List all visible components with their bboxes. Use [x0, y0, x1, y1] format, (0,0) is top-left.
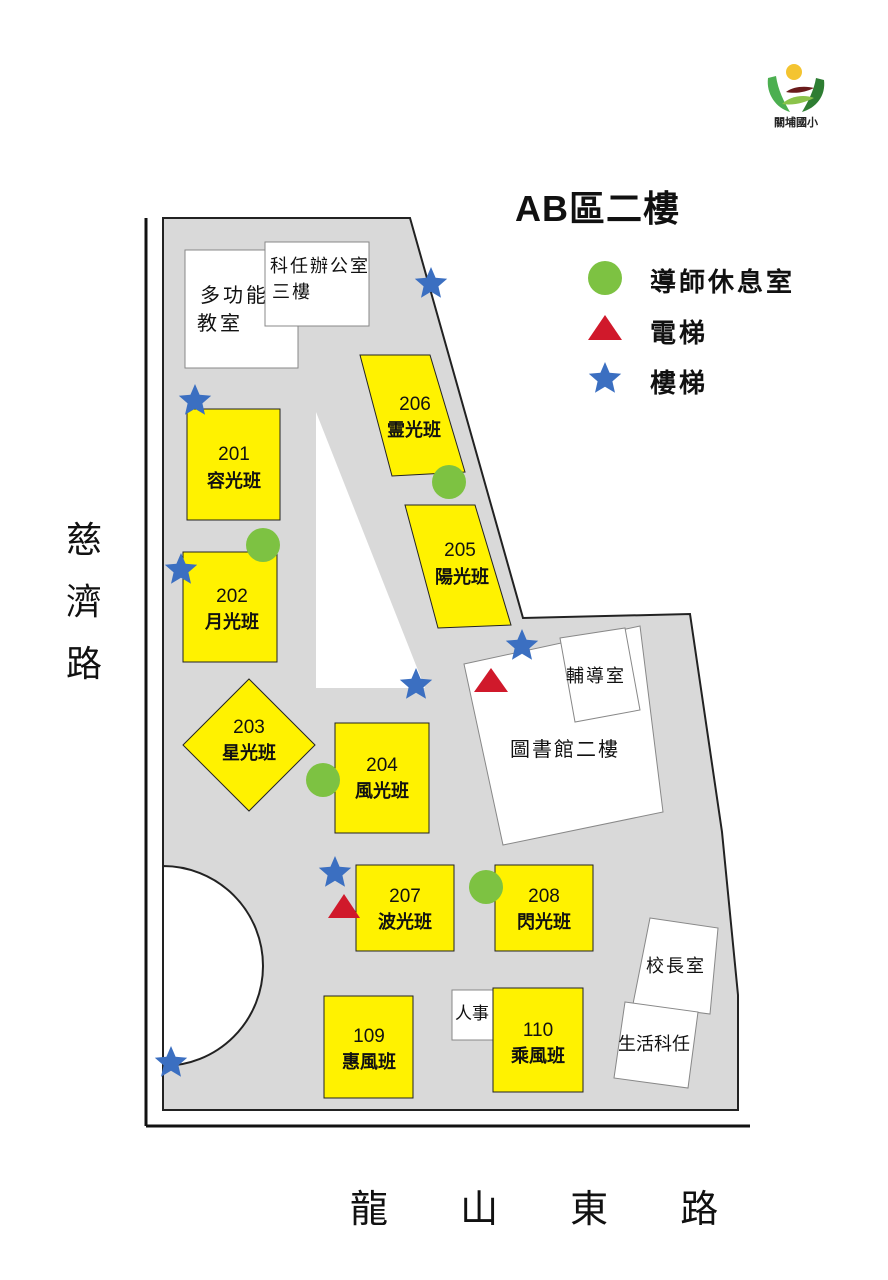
stairs-marker — [399, 668, 433, 699]
stairs-marker — [318, 856, 352, 887]
street-label-left: 慈 濟 路 — [62, 510, 106, 696]
classroom-202-number: 202 — [216, 586, 248, 607]
courtyard-cutout — [162, 864, 264, 1068]
classroom-202-name: 月光班 — [204, 611, 259, 633]
personnel-label: 人事 — [455, 1004, 489, 1024]
legend-red-triangle-icon — [588, 315, 622, 340]
atrium-void — [316, 412, 425, 688]
classroom-110-name: 乘風班 — [510, 1046, 565, 1067]
classroom-205-number: 205 — [444, 540, 476, 561]
teacher-lounge-marker — [432, 465, 466, 499]
classroom-207-name: 波光班 — [378, 911, 432, 933]
life-tech-label: 生活科任 — [618, 1034, 690, 1055]
personnel-room — [451, 989, 497, 1041]
classroom-206-name: 霊光班 — [387, 419, 441, 441]
elevator-marker — [328, 894, 360, 918]
classroom-207-number: 207 — [389, 886, 421, 907]
classroom-208-name: 閃光班 — [517, 911, 571, 933]
teacher-lounge-marker — [306, 763, 340, 797]
classroom-109 — [323, 995, 414, 1099]
classroom-203-number: 203 — [233, 717, 265, 738]
school-logo: 關埔國小 — [764, 58, 828, 138]
classroom-208-number: 208 — [528, 886, 560, 907]
floor-area — [162, 217, 739, 1111]
classroom-201-number: 201 — [218, 444, 250, 465]
classroom-205-name: 陽光班 — [435, 566, 489, 588]
classroom-208 — [494, 864, 594, 952]
classroom-110-number: 110 — [523, 1020, 553, 1041]
counseling-room — [559, 627, 641, 723]
classroom-201 — [186, 408, 281, 521]
principal-label: 校長室 — [646, 956, 706, 977]
classroom-109-number: 109 — [353, 1026, 385, 1047]
classroom-204-name: 風光班 — [355, 780, 409, 802]
classroom-206-number: 206 — [399, 394, 431, 415]
classroom-203 — [182, 678, 316, 812]
school-logo-text: 關埔國小 — [774, 116, 818, 129]
multipurpose-room-label-2: 教室 — [197, 311, 243, 335]
teacher-lounge-marker — [246, 528, 280, 562]
street-label-bottom: 龍 山 東 路 — [350, 1187, 749, 1231]
legend-teacher-lounge-label: 導師休息室 — [650, 268, 796, 298]
life-tech-room — [613, 1001, 699, 1089]
classroom-204 — [334, 722, 430, 834]
library-label: 圖書館二樓 — [510, 737, 620, 761]
street-left-char: 濟 — [65, 582, 102, 623]
teacher-lounge-marker — [469, 870, 503, 904]
stairs-marker — [178, 384, 212, 415]
school-logo-icon — [767, 64, 825, 112]
tech-office-label-1: 科任辦公室 — [270, 256, 370, 277]
counseling-label: 輔導室 — [566, 666, 626, 687]
principal-room — [632, 917, 719, 1015]
stairs-marker — [414, 267, 448, 298]
multipurpose-room-label-1: 多功能 — [200, 283, 269, 307]
street-left-char: 慈 — [65, 520, 102, 561]
classroom-203-name: 星光班 — [222, 742, 276, 764]
classroom-109-name: 惠風班 — [342, 1052, 396, 1073]
classroom-207 — [355, 864, 455, 952]
classroom-206 — [359, 354, 466, 477]
legend-blue-star-icon — [588, 362, 622, 393]
stairs-marker — [505, 629, 539, 660]
map-title: AB區二樓 — [515, 188, 680, 229]
classroom-201-name: 容光班 — [207, 470, 261, 492]
classroom-205 — [404, 504, 512, 629]
classroom-110 — [492, 987, 584, 1093]
elevator-marker — [474, 668, 508, 692]
stairs-marker — [164, 553, 198, 584]
tech-office-room — [264, 241, 370, 327]
legend-stairs-label: 樓梯 — [650, 369, 709, 399]
tech-office-label-2: 三樓 — [272, 282, 312, 303]
street-left-char: 路 — [65, 644, 102, 685]
legend-elevator-label: 電梯 — [650, 319, 709, 349]
legend-green-circle-icon — [588, 261, 622, 295]
stairs-marker — [154, 1046, 188, 1077]
classroom-202 — [182, 551, 278, 663]
classroom-204-number: 204 — [366, 755, 398, 776]
